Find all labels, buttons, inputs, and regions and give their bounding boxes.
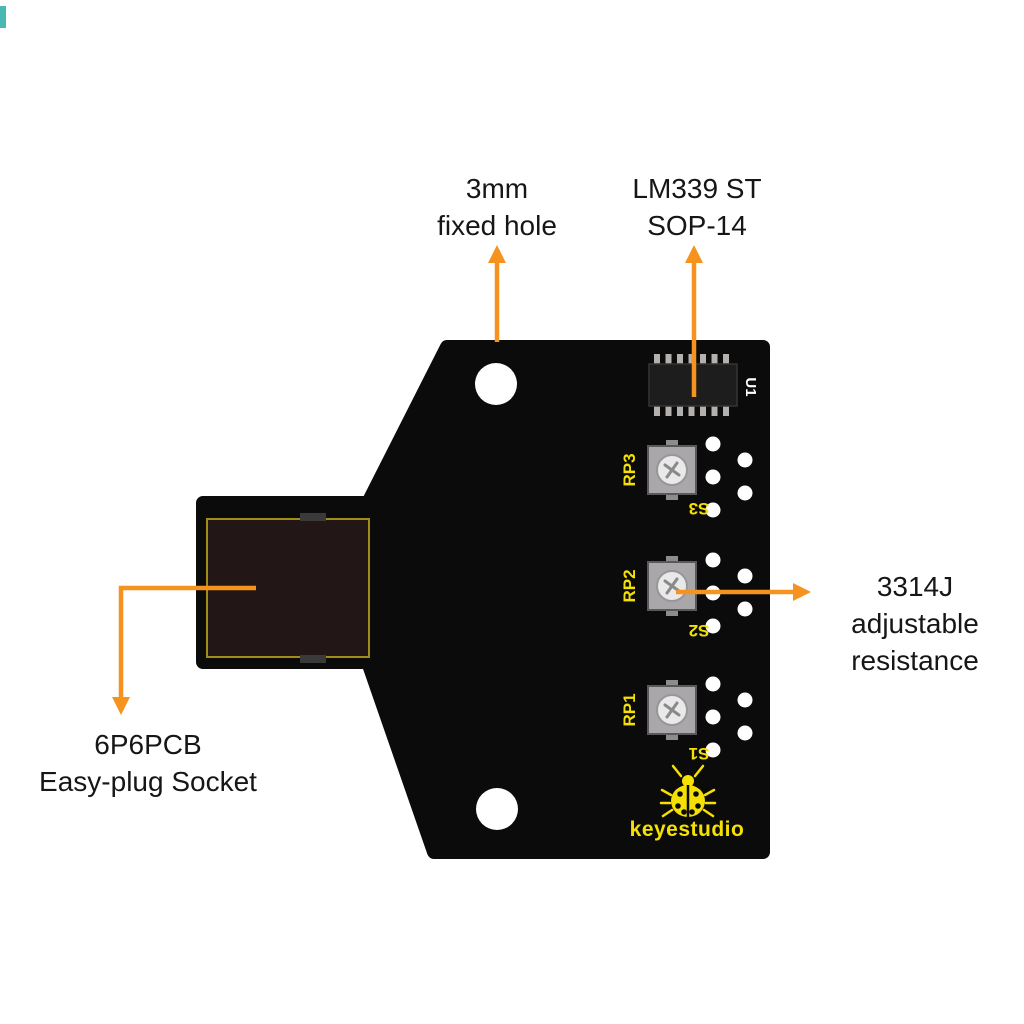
silkscreen-rp3: RP3 xyxy=(620,453,639,487)
arrow-fixed-hole xyxy=(488,245,506,342)
annotation-adjustable-resistance: 3314J adjustable resistance xyxy=(851,571,979,676)
annotation-ic-chip: LM339 ST SOP-14 xyxy=(632,173,762,241)
silkscreen-s2: S2 xyxy=(688,621,710,640)
silkscreen-u1: U1 xyxy=(742,377,759,397)
arrow-socket xyxy=(112,585,256,715)
silkscreen-rp1: RP1 xyxy=(620,693,639,727)
corner-artifact xyxy=(0,6,6,28)
annotation-fixed-hole: 3mm fixed hole xyxy=(437,173,557,241)
keyestudio-logo-bug xyxy=(659,764,717,818)
arrow-ic-chip xyxy=(685,245,703,397)
pcb-outline xyxy=(196,340,770,859)
mounting-hole-bottom xyxy=(476,788,518,830)
annotation-socket: 6P6PCB Easy-plug Socket xyxy=(39,729,257,797)
potentiometer-rp1 xyxy=(647,680,697,740)
arrow-adjustable-resistance xyxy=(676,583,811,601)
mounting-hole-top xyxy=(475,363,517,405)
silkscreen-brand: keyestudio xyxy=(629,818,745,841)
silkscreen-s1: S1 xyxy=(688,744,710,763)
silkscreen-s3: S3 xyxy=(688,499,710,518)
potentiometer-rp2 xyxy=(647,556,697,616)
silkscreen-rp2: RP2 xyxy=(620,569,639,603)
potentiometer-rp3 xyxy=(647,440,697,500)
